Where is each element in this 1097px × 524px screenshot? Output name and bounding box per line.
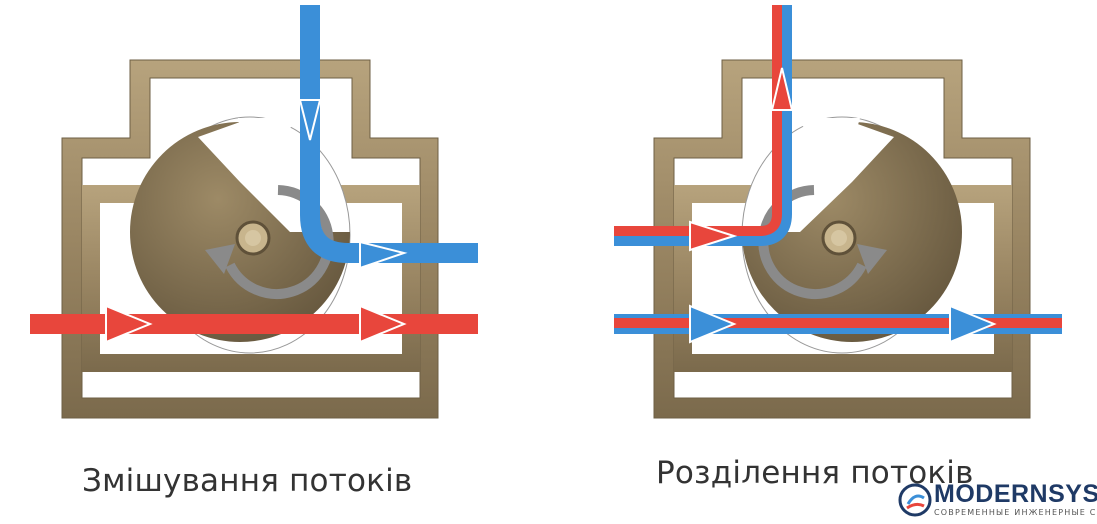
caption-mixing: Змішування потоків bbox=[82, 463, 413, 499]
mixing-valve bbox=[30, 5, 478, 419]
flow-arrow-icon bbox=[689, 220, 738, 252]
brand-logo: MODERNSYS СОВРЕМЕННЫЕ ИНЖЕНЕРНЫЕ СИСТЕМЫ bbox=[898, 478, 1097, 522]
rotor-cut bbox=[238, 118, 300, 170]
separation-valve bbox=[614, 5, 1062, 419]
rotation-arrowhead-icon bbox=[205, 244, 235, 274]
rotor-cut bbox=[795, 118, 860, 170]
logo-wordmark: MODERNSYS bbox=[934, 480, 1097, 508]
flow-arrow-icon bbox=[105, 304, 153, 344]
hot-flow-pipe bbox=[30, 314, 478, 334]
flow-arrow-icon bbox=[359, 240, 408, 270]
rotation-arrowhead-icon bbox=[857, 244, 887, 274]
flow-arrow-icon bbox=[770, 67, 794, 111]
flow-arrow-icon bbox=[949, 304, 997, 344]
logo-tagline: СОВРЕМЕННЫЕ ИНЖЕНЕРНЫЕ СИСТЕМЫ bbox=[934, 508, 1097, 517]
flow-arrow-icon bbox=[689, 304, 737, 344]
valve-body bbox=[653, 59, 1031, 419]
logo-mark-icon bbox=[898, 483, 932, 517]
valve-body bbox=[61, 59, 439, 419]
flow-arrow-icon bbox=[298, 99, 322, 141]
flow-arrow-icon bbox=[359, 304, 407, 344]
cold-flow-pipe bbox=[300, 5, 478, 263]
